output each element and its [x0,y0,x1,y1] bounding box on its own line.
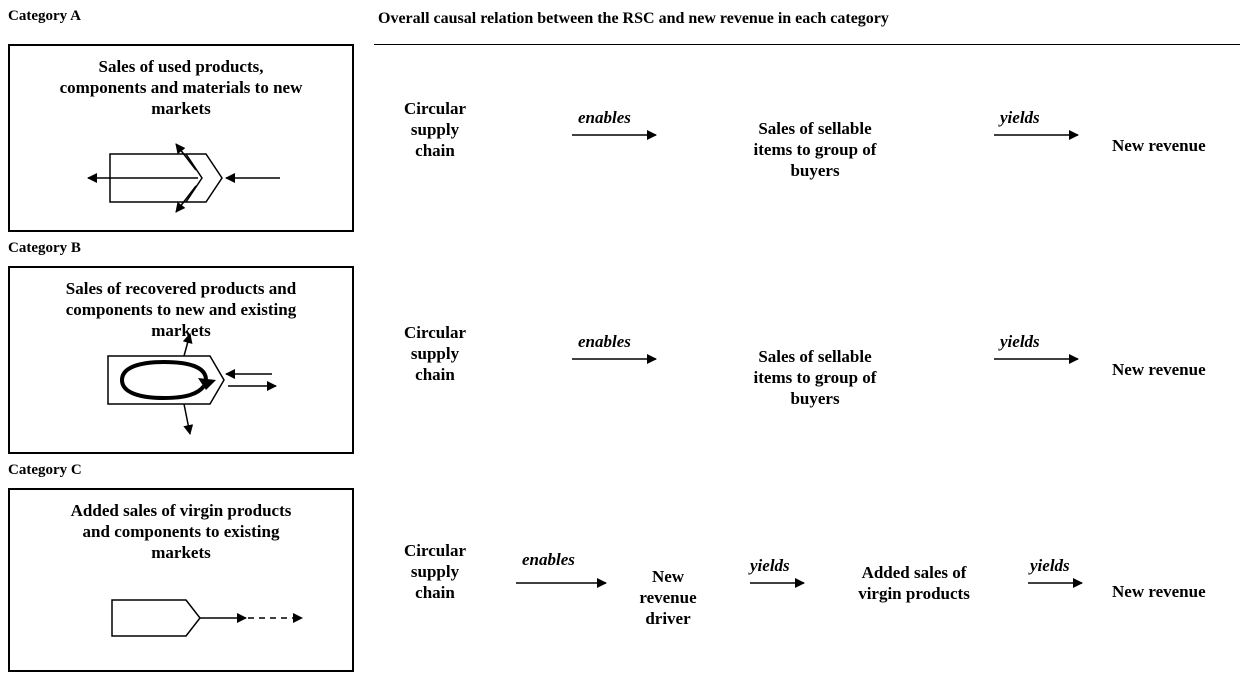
category-b-yields-arrow [994,354,1079,364]
category-b-yields-label: yields [1000,332,1040,351]
header-divider [374,44,1240,45]
category-a-node-new-revenue: New revenue [1112,136,1206,155]
category-b-box: Sales of recovered products and componen… [8,266,354,454]
category-b-node-sales: Sales of sellable items to group of buye… [753,347,877,408]
category-c-box: Added sales of virgin products and compo… [8,488,354,672]
category-b-label: Category B [8,240,81,256]
category-c-node-circular-supply-chain: Circular supply chain [403,541,466,602]
category-a-box-title: Sales of used products, components and m… [59,57,303,118]
category-c-label: Category C [8,462,82,478]
category-c-node-new-revenue: New revenue [1112,582,1206,601]
category-c-box-title: Added sales of virgin products and compo… [70,501,292,562]
page-title: Overall causal relation between the RSC … [378,10,889,27]
category-a-label: Category A [8,8,81,24]
category-c-yields-label-2: yields [1030,556,1070,575]
category-c-flow-icon [111,599,303,637]
category-c-enables-label: enables [522,550,575,569]
category-c-enables-arrow [516,578,607,588]
category-b-enables-arrow [572,354,657,364]
category-a-box: Sales of used products, components and m… [8,44,354,232]
category-a-yields-arrow [994,130,1079,140]
category-a-yields-label: yields [1000,108,1040,127]
category-c-yields-arrow-1 [750,578,805,588]
category-a-node-sales: Sales of sellable items to group of buye… [753,119,877,180]
category-c-node-added-sales: Added sales of virgin products [858,563,970,603]
category-b-box-title: Sales of recovered products and componen… [65,279,297,340]
category-c-node-new-revenue-driver: New revenue driver [639,567,697,628]
category-b-flow-icon [107,333,277,435]
category-a-enables-label: enables [578,108,631,127]
category-b-node-new-revenue: New revenue [1112,360,1206,379]
category-a-enables-arrow [572,130,657,140]
category-c-yields-label-1: yields [750,556,790,575]
category-a-node-circular-supply-chain: Circular supply chain [403,99,466,160]
category-b-node-circular-supply-chain: Circular supply chain [403,323,466,384]
category-c-yields-arrow-2 [1028,578,1083,588]
category-a-flow-icon [87,143,280,213]
category-b-enables-label: enables [578,332,631,351]
